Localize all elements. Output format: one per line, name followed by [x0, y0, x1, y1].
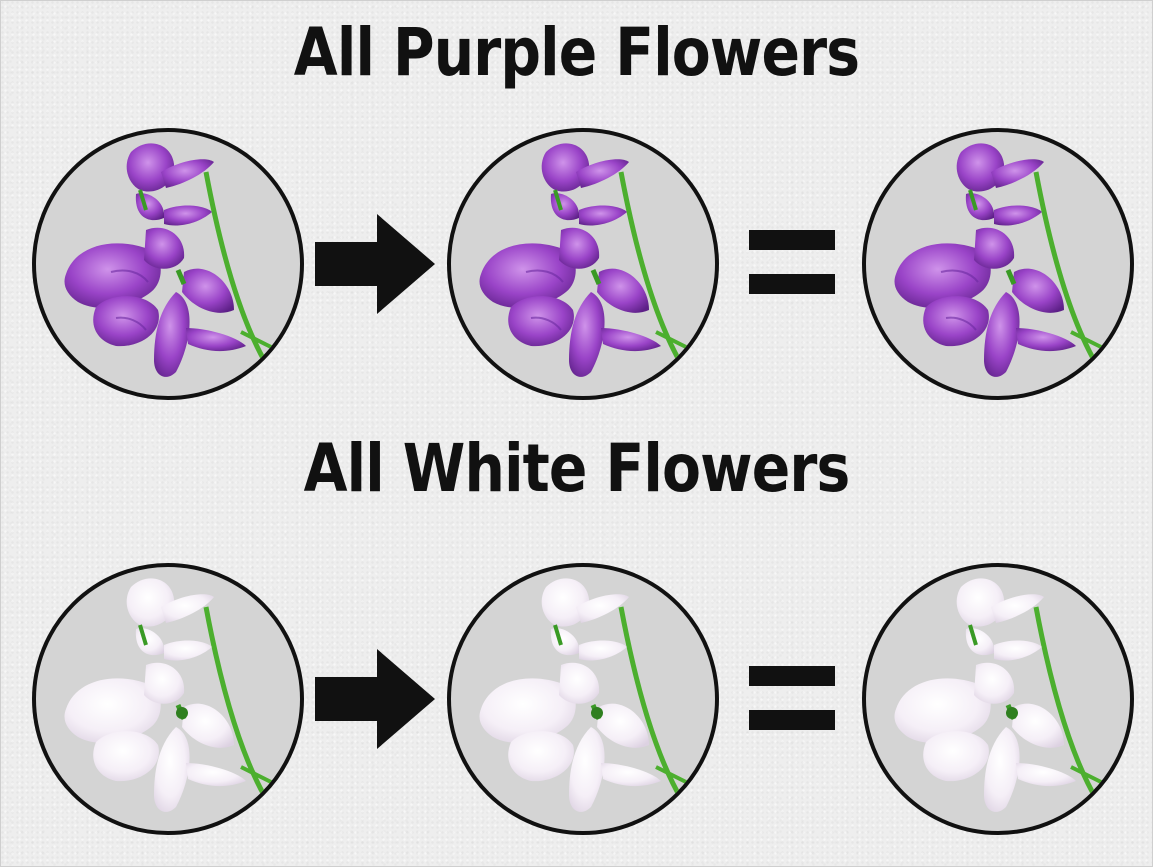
- white-flower-icon: [866, 567, 1130, 831]
- white-cross-arrow-icon: [315, 649, 435, 749]
- purple-offspring-flower-icon: [862, 128, 1134, 400]
- purple-cross-arrow-icon: [315, 214, 435, 314]
- heading-white-flowers: All White Flowers: [81, 436, 1073, 502]
- white-equals-icon: [749, 666, 835, 730]
- white-offspring-flower-icon: [862, 563, 1134, 835]
- purple-flower-icon: [866, 132, 1130, 396]
- white-parent-flower-1-icon: [32, 563, 304, 835]
- purple-flower-icon: [451, 132, 715, 396]
- heading-purple-flowers: All Purple Flowers: [81, 20, 1073, 86]
- purple-parent-flower-1-icon: [32, 128, 304, 400]
- white-flower-icon: [36, 567, 300, 831]
- white-parent-flower-2-icon: [447, 563, 719, 835]
- white-flower-icon: [451, 567, 715, 831]
- purple-parent-flower-2-icon: [447, 128, 719, 400]
- purple-equals-icon: [749, 230, 835, 294]
- purple-flower-icon: [36, 132, 300, 396]
